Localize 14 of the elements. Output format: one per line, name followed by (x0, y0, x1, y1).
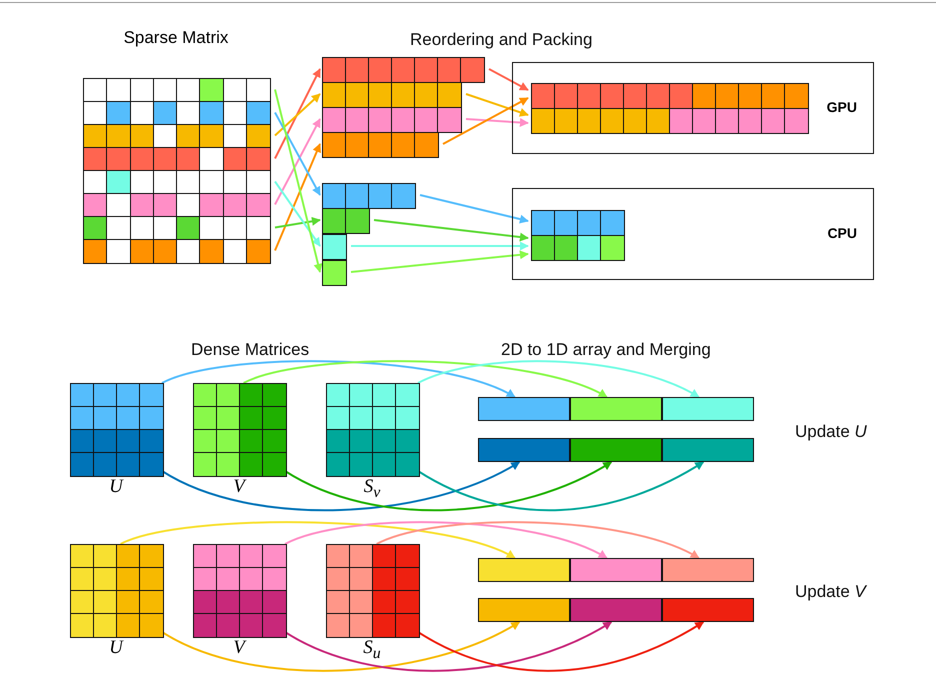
matrix-name: S$_{v}$ (362, 476, 382, 502)
matrix-title: Sparse Matrix (122, 28, 230, 48)
matrix-name: V (232, 476, 248, 498)
update-label: Update U (795, 422, 867, 442)
matrix-name: S$_{u}$ (362, 637, 382, 663)
matrix-name: V (232, 637, 248, 659)
update-label: Update V (795, 582, 866, 602)
section-heading: Reordering and Packing (410, 30, 592, 50)
matrix-name: U (108, 637, 125, 659)
matrix-name: U (108, 476, 125, 498)
device-label: GPU (826, 99, 857, 115)
device-label: CPU (827, 225, 857, 241)
section-heading: 2D to 1D array and Merging (501, 340, 711, 360)
section-heading: Dense Matrices (191, 340, 310, 360)
